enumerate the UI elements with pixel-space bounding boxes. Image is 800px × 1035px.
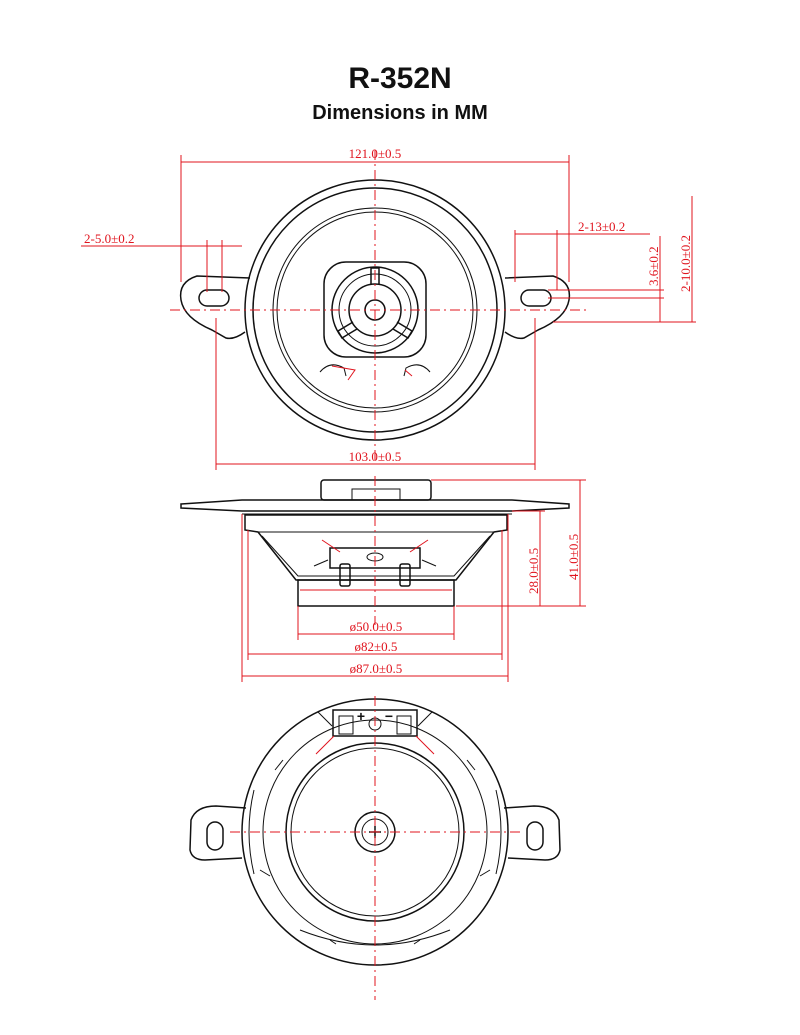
- rear-terminal-tabs: [317, 711, 433, 727]
- terminal-block: [329, 547, 421, 569]
- rear-terminal-minus: [396, 715, 412, 735]
- units-subtitle: Dimensions in MM: [312, 102, 488, 124]
- basket-dia-label: ø82±0.5: [355, 639, 398, 654]
- basket-profile: [244, 514, 508, 581]
- terminal-left: [339, 563, 351, 587]
- magnet-dia-label: ø50.0±0.5: [350, 619, 403, 634]
- left-mount-slot: [198, 289, 230, 307]
- lead-wire-right: [403, 364, 431, 377]
- tab-width-label: 2-13±0.2: [578, 219, 625, 234]
- mount-width-label: 103.0±0.5: [349, 449, 402, 464]
- tweeter-bridge-right: [392, 321, 414, 340]
- terminal-leads: [313, 559, 437, 567]
- terminal-wires: [321, 539, 429, 553]
- rear-left-mount-tab: [189, 805, 247, 861]
- tweeter-profile: [320, 479, 432, 501]
- lead-wire-right-red: [404, 369, 413, 377]
- side-view: [180, 476, 586, 682]
- lead-wire-left-red: [331, 365, 356, 381]
- basket-spokes: [259, 759, 491, 945]
- front-view: [81, 150, 696, 470]
- basket-depth-label: 28.0±0.5: [526, 548, 541, 594]
- basket-window-left: [248, 789, 255, 875]
- model-title: R-352N: [348, 62, 452, 95]
- tweeter-bridge-left: [336, 321, 358, 340]
- right-mount-slot: [520, 289, 552, 307]
- rear-right-slot: [526, 821, 544, 851]
- plus-terminal-label: +: [357, 708, 365, 724]
- rear-left-slot: [206, 821, 224, 851]
- tab-height-label: 2-10.0±0.2: [678, 235, 693, 292]
- overall-width-label: 121.0±0.5: [349, 146, 402, 161]
- rear-right-mount-tab: [503, 805, 561, 861]
- mounting-flange: [180, 499, 570, 512]
- left-mount-tab: [179, 275, 251, 340]
- tweeter-bridge-top: [370, 267, 380, 284]
- rear-terminal-wires: [315, 735, 435, 755]
- right-mount-tab: [504, 275, 571, 340]
- rear-terminal-plus: [338, 715, 354, 735]
- frame-dia-label: ø87.0±0.5: [350, 661, 403, 676]
- total-depth-label: 41.0±0.5: [566, 534, 581, 580]
- minus-terminal-label: −: [385, 708, 393, 724]
- magnet-profile: [297, 579, 455, 607]
- hole-size-label: 2-5.0±0.2: [84, 231, 134, 246]
- rear-view: [189, 696, 561, 1000]
- basket-window-right: [495, 789, 502, 875]
- tweeter-base: [351, 488, 401, 501]
- terminal-right: [399, 563, 411, 587]
- basket-inner: [261, 535, 491, 577]
- hole-offset-label: 3.6±0.2: [646, 246, 661, 286]
